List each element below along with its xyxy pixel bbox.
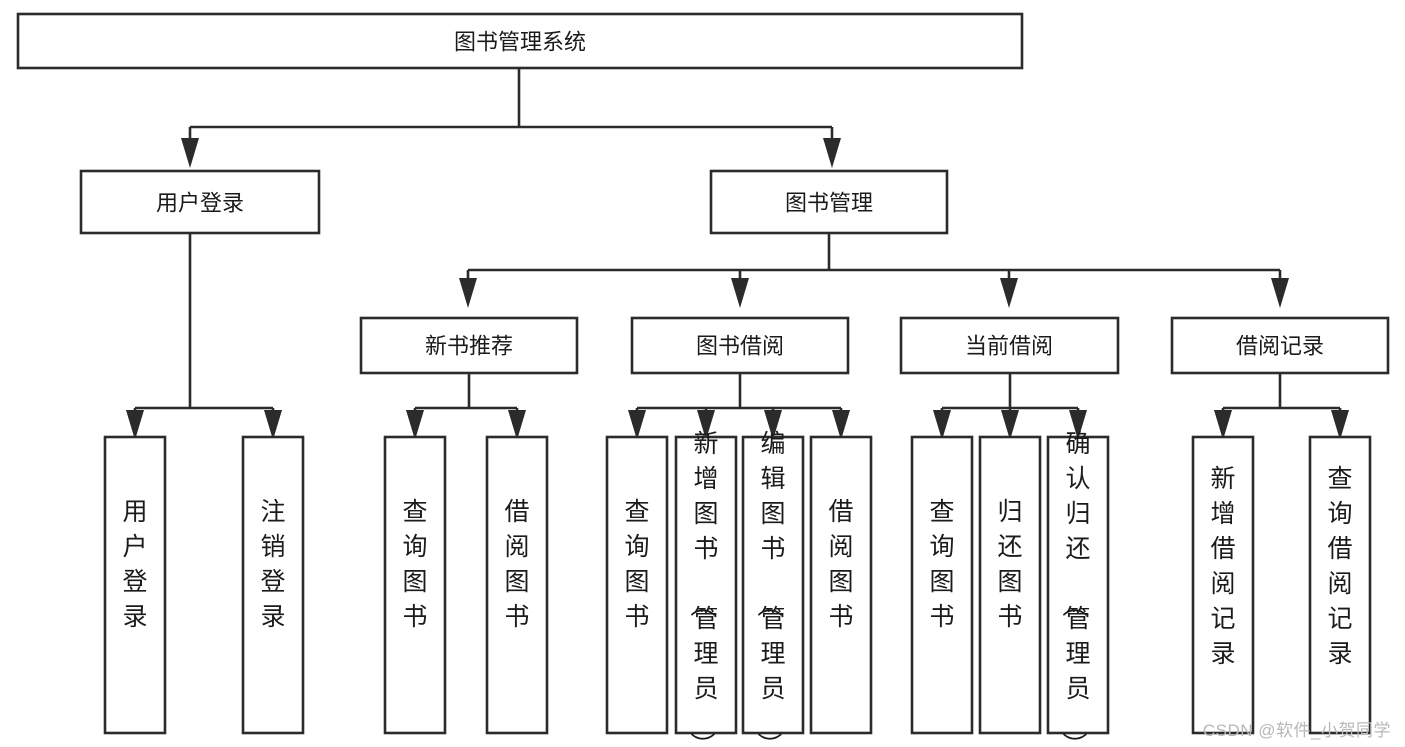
- node-root-label: 图书管理系统: [454, 30, 586, 55]
- node-leaf-user-login[interactable]: 用户登录: [103, 435, 167, 735]
- node-book-manage[interactable]: 图书管理: [709, 169, 949, 235]
- node-current-borrow-label: 当前借阅: [965, 334, 1053, 359]
- node-borrow-record[interactable]: 借阅记录: [1170, 316, 1390, 375]
- node-leaf-add-book-label: 新增图书（管理员）: [687, 430, 718, 747]
- node-leaf-logout-login[interactable]: 注销登录: [241, 435, 305, 735]
- connector-group-new-book-rec: [406, 373, 526, 440]
- node-leaf-edit-book-label: 编辑图书（管理员）: [754, 430, 785, 747]
- node-user-login-label: 用户登录: [156, 191, 244, 216]
- node-leaf-borrow-book-1-label: 借阅图书: [504, 498, 529, 631]
- node-leaf-logout-login-label: 注销登录: [260, 498, 285, 631]
- node-leaf-query-book-1-label: 查询图书: [402, 498, 427, 631]
- node-leaf-query-book-2[interactable]: 查询图书: [605, 435, 669, 735]
- node-leaf-confirm-return[interactable]: 确认归还（管理员）: [1046, 430, 1110, 747]
- node-leaf-return-book-label: 归还图书: [997, 498, 1022, 631]
- connector-group-book-borrow: [628, 373, 850, 440]
- node-book-borrow[interactable]: 图书借阅: [630, 316, 850, 375]
- node-book-borrow-label: 图书借阅: [696, 334, 784, 359]
- node-leaf-confirm-return-label: 确认归还（管理员）: [1059, 430, 1090, 747]
- node-leaf-query-record-label: 查询借阅记录: [1327, 465, 1352, 668]
- node-leaf-add-record-label: 新增借阅记录: [1210, 465, 1235, 668]
- node-leaf-user-login-label: 用户登录: [122, 498, 147, 631]
- node-root[interactable]: 图书管理系统: [16, 12, 1024, 70]
- node-new-book-rec[interactable]: 新书推荐: [359, 316, 579, 375]
- connector-group-root: [181, 68, 841, 168]
- connector-group-borrow-record: [1214, 373, 1349, 440]
- node-new-book-rec-label: 新书推荐: [425, 334, 513, 359]
- node-leaf-borrow-book-1[interactable]: 借阅图书: [485, 435, 549, 735]
- node-leaf-add-record[interactable]: 新增借阅记录: [1191, 435, 1255, 735]
- node-leaf-borrow-book-2-label: 借阅图书: [828, 498, 853, 631]
- node-current-borrow[interactable]: 当前借阅: [899, 316, 1120, 375]
- node-leaf-return-book[interactable]: 归还图书: [978, 435, 1042, 735]
- connector-group-current-borrow: [933, 373, 1087, 440]
- node-leaf-query-record[interactable]: 查询借阅记录: [1308, 435, 1372, 735]
- connector-group-user-login: [126, 233, 282, 440]
- node-user-login[interactable]: 用户登录: [79, 169, 321, 235]
- node-leaf-query-book-1[interactable]: 查询图书: [383, 435, 447, 735]
- connector-group-book-manage: [459, 233, 1289, 308]
- node-leaf-add-book[interactable]: 新增图书（管理员）: [674, 430, 738, 747]
- node-leaf-query-book-2-label: 查询图书: [624, 498, 649, 631]
- node-borrow-record-label: 借阅记录: [1236, 334, 1324, 359]
- node-book-manage-label: 图书管理: [785, 191, 873, 216]
- node-leaf-query-book-3-label: 查询图书: [929, 498, 954, 631]
- node-leaf-query-book-3[interactable]: 查询图书: [910, 435, 974, 735]
- node-leaf-edit-book[interactable]: 编辑图书（管理员）: [741, 430, 805, 747]
- node-leaf-borrow-book-2[interactable]: 借阅图书: [809, 435, 873, 735]
